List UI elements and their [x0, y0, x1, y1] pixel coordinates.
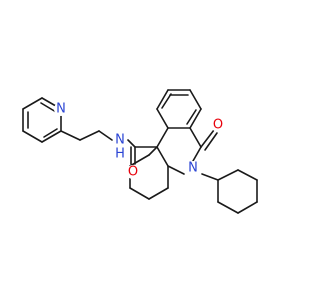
bond: [201, 173, 219, 181]
oxygen-atom-label: O: [128, 165, 138, 180]
bond: [156, 108, 169, 129]
bond: [148, 187, 169, 200]
bond: [156, 89, 169, 110]
bond: [161, 93, 172, 109]
bond: [60, 130, 81, 141]
bond: [189, 127, 202, 148]
bond: [217, 201, 239, 214]
bond: [156, 146, 169, 167]
bond: [127, 139, 136, 148]
bond-layer: [22, 89, 258, 214]
hydrogen-atom-label: H: [115, 147, 125, 162]
bond: [129, 154, 150, 167]
bond: [129, 187, 150, 200]
bond: [43, 128, 58, 138]
bond: [217, 169, 239, 181]
atom-label-layer: O N O N H N: [54, 102, 225, 180]
nitrogen-atom-label: N: [56, 102, 66, 117]
oxygen-atom-label: O: [213, 118, 223, 133]
bond: [237, 169, 258, 181]
bond: [192, 146, 202, 162]
nitrogen-atom-label: N: [115, 133, 125, 148]
bond: [189, 108, 202, 129]
bond: [189, 89, 202, 110]
molecule-structure: O N O N H N: [22, 89, 258, 214]
atom-background: [186, 161, 200, 175]
bond: [98, 130, 113, 141]
bond: [200, 129, 215, 148]
nitrogen-atom-label: N: [188, 161, 198, 176]
bond: [204, 132, 218, 151]
atom-background: [54, 102, 68, 116]
atom-background: [126, 165, 140, 179]
bond: [22, 130, 43, 143]
bond: [186, 109, 197, 125]
bond: [40, 102, 57, 113]
bond: [41, 130, 62, 143]
bond: [156, 127, 169, 148]
bond: [237, 201, 258, 214]
bond: [148, 146, 158, 156]
atom-background: [211, 118, 225, 132]
bond: [79, 130, 100, 141]
bond: [22, 97, 43, 110]
bond: [167, 165, 185, 175]
atom-background: [113, 133, 127, 147]
